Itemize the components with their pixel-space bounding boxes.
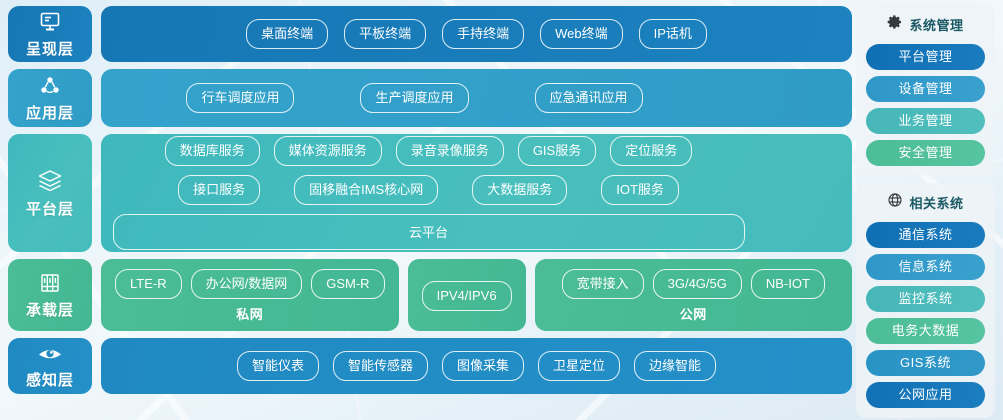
sidebar-btn-communication-system[interactable]: 通信系统 — [866, 222, 985, 248]
pill-web-terminal[interactable]: Web终端 — [540, 19, 623, 49]
layer-row-presentation: 呈现层 桌面终端 平板终端 手持终端 Web终端 IP话机 — [8, 6, 852, 62]
layer-row-perception: 感知层 智能仪表 智能传感器 图像采集 卫星定位 边缘智能 — [8, 338, 852, 394]
pill-smart-meter[interactable]: 智能仪表 — [236, 351, 319, 381]
pill-media-resource-service[interactable]: 媒体资源服务 — [273, 136, 382, 166]
layer-label-bearer: 承载层 — [25, 301, 74, 319]
layer-tag-bearer[interactable]: 承载层 — [8, 259, 92, 331]
sidebar-btn-device-management[interactable]: 设备管理 — [866, 76, 985, 102]
pill-edge-intelligence[interactable]: 边缘智能 — [634, 351, 717, 381]
pill-ims-core-network[interactable]: 固移融合IMS核心网 — [294, 175, 439, 205]
sidebar-btn-information-system[interactable]: 信息系统 — [866, 254, 985, 280]
sidebar-btn-security-management[interactable]: 安全管理 — [866, 140, 985, 166]
server-rack-icon — [38, 271, 62, 295]
pill-smart-sensor[interactable]: 智能传感器 — [332, 351, 428, 381]
layer-body-platform: 数据库服务 媒体资源服务 录音录像服务 GIS服务 定位服务 接口服务 固移融合… — [101, 134, 852, 252]
bearer-group-private: LTE-R 办公网/数据网 GSM-R 私网 — [101, 259, 399, 331]
stacked-layers-icon — [36, 168, 64, 194]
globe-icon — [887, 192, 903, 213]
layer-tag-application[interactable]: 应用层 — [8, 69, 92, 127]
monitor-icon — [38, 10, 62, 34]
pill-row-platform-2: 接口服务 固移融合IMS核心网 大数据服务 IOT服务 — [178, 175, 679, 205]
eye-icon — [37, 343, 63, 365]
sidebar-btn-business-management[interactable]: 业务管理 — [866, 108, 985, 134]
pill-gsm-r[interactable]: GSM-R — [311, 269, 385, 299]
layer-body-perception: 智能仪表 智能传感器 图像采集 卫星定位 边缘智能 — [101, 338, 852, 394]
layer-label-perception: 感知层 — [25, 371, 74, 389]
architecture-diagram: 呈现层 桌面终端 平板终端 手持终端 Web终端 IP话机 — [8, 6, 852, 394]
bearer-group-public: 宽带接入 3G/4G/5G NB-IOT 公网 — [534, 259, 852, 331]
bearer-group-label-private: 私网 — [236, 307, 264, 322]
pill-production-dispatch-app[interactable]: 生产调度应用 — [360, 83, 469, 113]
layer-row-bearer: 承载层 LTE-R 办公网/数据网 GSM-R 私网 IPV4/IPV6 — [8, 259, 852, 331]
pill-bigdata-service[interactable]: 大数据服务 — [472, 175, 568, 205]
panel-header-system-management: 系统管理 — [866, 12, 985, 38]
bearer-group-middle: IPV4/IPV6 — [407, 259, 526, 331]
pill-desktop-terminal[interactable]: 桌面终端 — [246, 19, 329, 49]
panel-header-related-systems: 相关系统 — [866, 190, 985, 216]
panel-title-related-systems: 相关系统 — [909, 196, 964, 211]
pill-lte-r[interactable]: LTE-R — [115, 269, 182, 299]
pill-train-dispatch-app[interactable]: 行车调度应用 — [186, 83, 295, 113]
pill-office-data-network[interactable]: 办公网/数据网 — [190, 269, 303, 299]
layer-row-application: 应用层 行车调度应用 生产调度应用 应急通讯应用 — [8, 69, 852, 127]
layer-label-application: 应用层 — [25, 104, 74, 122]
pill-nb-iot[interactable]: NB-IOT — [750, 269, 825, 299]
right-sidebar: 系统管理 平台管理 设备管理 业务管理 安全管理 相关系统 通信系统 — [852, 0, 1003, 420]
pill-ipv4-ipv6[interactable]: IPV4/IPV6 — [421, 281, 512, 311]
bearer-group-label-public: 公网 — [679, 307, 707, 322]
pill-image-capture[interactable]: 图像采集 — [441, 351, 524, 381]
pill-3g-4g-5g[interactable]: 3G/4G/5G — [652, 269, 742, 299]
gear-icon — [887, 14, 903, 35]
sidebar-btn-public-network-app[interactable]: 公网应用 — [866, 382, 985, 408]
layer-label-presentation: 呈现层 — [25, 40, 74, 58]
pill-broadband-access[interactable]: 宽带接入 — [561, 269, 644, 299]
panel-related-systems: 相关系统 通信系统 信息系统 监控系统 电务大数据 GIS系统 公网应用 — [856, 183, 995, 418]
pill-row-platform-1: 数据库服务 媒体资源服务 录音录像服务 GIS服务 定位服务 — [164, 136, 693, 166]
pill-handheld-terminal[interactable]: 手持终端 — [442, 19, 525, 49]
pill-interface-service[interactable]: 接口服务 — [178, 175, 261, 205]
layer-label-platform: 平台层 — [25, 200, 74, 218]
pill-row-private: LTE-R 办公网/数据网 GSM-R — [115, 269, 385, 299]
pill-cloud-platform[interactable]: 云平台 — [112, 214, 745, 250]
pill-gis-service[interactable]: GIS服务 — [517, 136, 597, 166]
layer-tag-perception[interactable]: 感知层 — [8, 338, 92, 394]
panel-system-management: 系统管理 平台管理 设备管理 业务管理 安全管理 — [856, 5, 995, 176]
layer-body-presentation: 桌面终端 平板终端 手持终端 Web终端 IP话机 — [101, 6, 852, 62]
sidebar-btn-gis-system[interactable]: GIS系统 — [866, 350, 985, 376]
layer-tag-platform[interactable]: 平台层 — [8, 134, 92, 252]
pill-recording-service[interactable]: 录音录像服务 — [395, 136, 504, 166]
network-nodes-icon — [38, 74, 62, 98]
pill-row-perception: 智能仪表 智能传感器 图像采集 卫星定位 边缘智能 — [236, 351, 717, 381]
platform-stack: 数据库服务 媒体资源服务 录音录像服务 GIS服务 定位服务 接口服务 固移融合… — [101, 136, 852, 250]
sidebar-btn-platform-management[interactable]: 平台管理 — [866, 44, 985, 70]
pill-row-public: 宽带接入 3G/4G/5G NB-IOT — [561, 269, 825, 299]
panel-title-system-management: 系统管理 — [909, 18, 964, 33]
pill-row-middle: IPV4/IPV6 — [421, 281, 512, 311]
pill-database-service[interactable]: 数据库服务 — [164, 136, 260, 166]
sidebar-btn-monitoring-system[interactable]: 监控系统 — [866, 286, 985, 312]
pill-tablet-terminal[interactable]: 平板终端 — [344, 19, 427, 49]
pill-positioning-service[interactable]: 定位服务 — [610, 136, 693, 166]
pill-emergency-comm-app[interactable]: 应急通讯应用 — [534, 83, 643, 113]
layer-tag-presentation[interactable]: 呈现层 — [8, 6, 92, 62]
pill-satellite-positioning[interactable]: 卫星定位 — [538, 351, 621, 381]
layer-body-bearer: LTE-R 办公网/数据网 GSM-R 私网 IPV4/IPV6 宽带接入 3G… — [101, 259, 852, 331]
sidebar-btn-railway-bigdata[interactable]: 电务大数据 — [866, 318, 985, 344]
pill-row-application: 行车调度应用 生产调度应用 应急通讯应用 — [186, 83, 643, 113]
pill-iot-service[interactable]: IOT服务 — [601, 175, 679, 205]
pill-row-presentation: 桌面终端 平板终端 手持终端 Web终端 IP话机 — [246, 19, 707, 49]
layer-body-application: 行车调度应用 生产调度应用 应急通讯应用 — [101, 69, 852, 127]
layer-row-platform: 平台层 数据库服务 媒体资源服务 录音录像服务 GIS服务 定位服务 接口服务 … — [8, 134, 852, 252]
pill-ip-phone[interactable]: IP话机 — [638, 19, 707, 49]
